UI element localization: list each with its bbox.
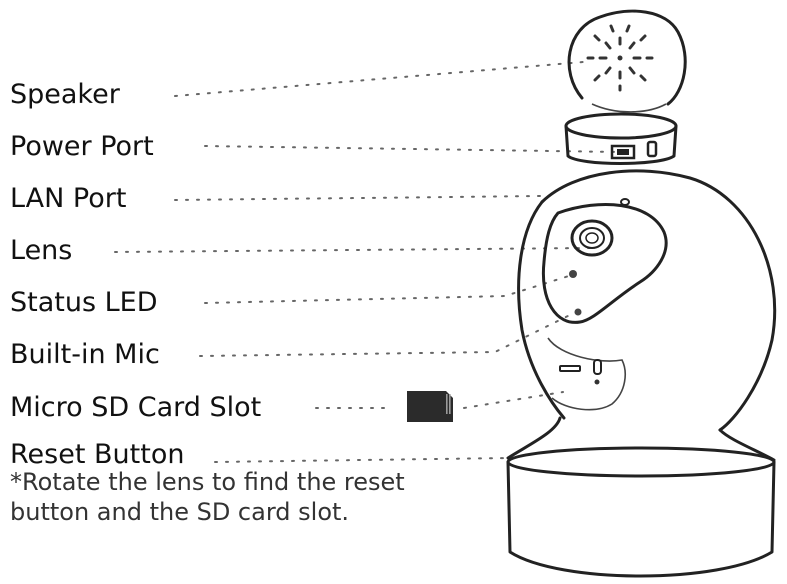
- label-reset-button: Reset Button: [10, 439, 185, 470]
- micro-sd-card-icon: [407, 391, 453, 422]
- status-led-icon: [569, 270, 577, 278]
- note-line-2: button and the SD card slot.: [10, 498, 350, 526]
- label-lan-port: LAN Port: [10, 183, 127, 214]
- lan-port-icon: [610, 144, 636, 160]
- sd-slot-icon: [559, 365, 581, 372]
- builtin-mic-icon: [574, 308, 582, 316]
- label-speaker: Speaker: [10, 79, 120, 110]
- label-status-led: Status LED: [10, 287, 158, 318]
- leader-speaker: [174, 61, 584, 97]
- leader-builtin-mic: [199, 310, 579, 357]
- leader-lan-port: [174, 195, 543, 201]
- label-power-port: Power Port: [10, 131, 154, 162]
- port-ring: [564, 112, 678, 165]
- speaker-module: [567, 9, 687, 113]
- leader-power-port: [204, 145, 621, 153]
- leader-lens: [114, 247, 591, 253]
- leader-status-led: [204, 274, 573, 304]
- note-line-1: *Rotate the lens to find the reset: [10, 468, 405, 496]
- leader-reset-button: [214, 457, 509, 463]
- speaker-grille-icon: [586, 24, 654, 92]
- reset-button-icon: [593, 359, 602, 375]
- power-port-icon: [646, 140, 658, 158]
- lens-icon: [570, 219, 614, 257]
- camera-base: [506, 416, 776, 578]
- leader-lines: [114, 61, 621, 463]
- camera-head: [517, 169, 777, 432]
- label-sd-slot: Micro SD Card Slot: [10, 392, 262, 423]
- label-lens: Lens: [10, 235, 73, 266]
- label-builtin-mic: Built-in Mic: [10, 339, 160, 370]
